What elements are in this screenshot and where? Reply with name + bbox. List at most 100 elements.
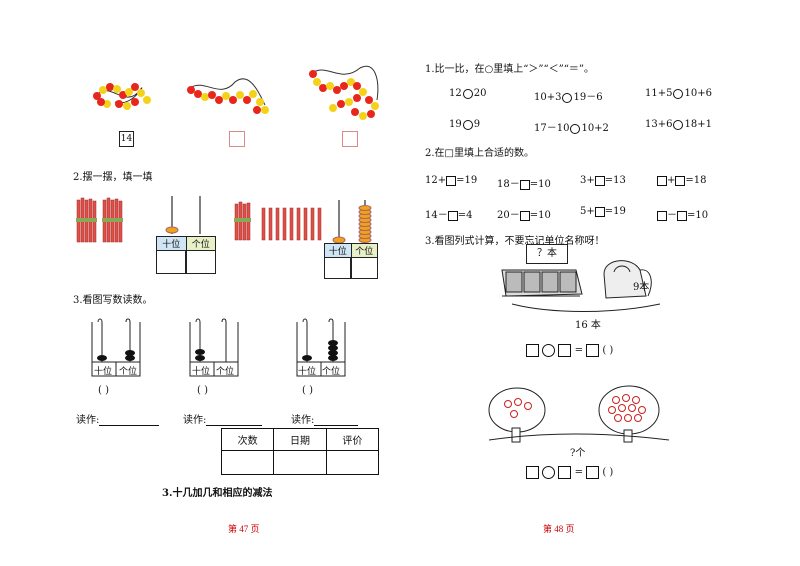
bead-answer-box-3[interactable]: [342, 131, 358, 147]
compare-circle[interactable]: [462, 119, 473, 130]
ones-answer-box-1[interactable]: [185, 250, 216, 274]
bead-chain-3: [309, 65, 379, 120]
fill-box[interactable]: [519, 210, 530, 221]
fill-box[interactable]: [446, 175, 457, 186]
fill-suffix: =4: [457, 210, 473, 221]
abacus-frame-2: [189, 318, 239, 377]
abacus-3-tens-label: 十位: [298, 367, 317, 377]
abacus-answer-2[interactable]: ( ): [197, 385, 208, 396]
fill-operator: +: [667, 175, 676, 186]
books-stack-icon: [501, 269, 583, 297]
eq-box[interactable]: [526, 344, 539, 357]
fill-prefix: 14－: [425, 210, 448, 221]
apples-label: ?个: [570, 448, 586, 459]
compare-right: 18+1: [684, 119, 712, 130]
stick-bundles-1: [76, 197, 123, 243]
table-cell[interactable]: [273, 450, 327, 475]
eq-operator-circle[interactable]: [542, 344, 556, 357]
fill-suffix: =10: [687, 210, 709, 221]
compare-circle[interactable]: [673, 119, 684, 130]
fill-suffix: =19: [456, 175, 478, 186]
fill-item: 12+=19: [425, 175, 477, 186]
compare-right: 20: [473, 88, 487, 99]
table-header-count: 次数: [220, 428, 275, 451]
table-header-rating: 评价: [325, 428, 380, 451]
ones-answer-box-2[interactable]: [350, 257, 378, 279]
compare-right: 10+2: [581, 123, 609, 134]
fill-suffix: =10: [529, 210, 551, 221]
abacus-answer-1[interactable]: ( ): [98, 385, 109, 396]
eq-box[interactable]: [586, 344, 600, 357]
fill-prefix: 18－: [497, 179, 520, 190]
abacus-answer-3[interactable]: ( ): [302, 385, 313, 396]
abacus-2-tens-label: 十位: [192, 367, 211, 377]
books-label-text: ？本: [537, 248, 557, 259]
bead-chains: [93, 65, 379, 120]
compare-row-1: 12 20: [449, 88, 486, 99]
read-as-2: 读作:: [183, 411, 263, 426]
eq-box[interactable]: [526, 466, 539, 479]
compare-circle[interactable]: [570, 123, 581, 134]
abacus-rods-1: [165, 196, 201, 234]
fill-operator: －: [667, 210, 677, 221]
r-q2-title: 2.在□里填上合适的数。: [425, 148, 534, 159]
fill-box[interactable]: [447, 210, 458, 221]
table-cell[interactable]: [325, 450, 380, 475]
compare-left: 12: [449, 88, 462, 99]
fill-box[interactable]: [675, 175, 686, 186]
tens-answer-box-2[interactable]: [324, 257, 352, 279]
eq-box[interactable]: [558, 344, 572, 357]
books-label: ？本: [526, 244, 568, 264]
fill-item: 3+=13: [580, 175, 626, 186]
page-number-left: 第 47 页: [228, 524, 260, 534]
fill-prefix: 3+: [580, 175, 595, 186]
compare-circle[interactable]: [673, 88, 684, 99]
table-cell[interactable]: [220, 450, 275, 475]
eq-equals: =: [574, 345, 583, 356]
read-answer-line-2[interactable]: [206, 415, 263, 426]
read-label: 读作:: [291, 415, 315, 426]
compare-left: 19: [449, 119, 462, 130]
fill-box[interactable]: [657, 175, 667, 186]
eq-operator-circle[interactable]: [542, 466, 556, 479]
stick-bundle-and-sticks: [234, 201, 322, 241]
read-answer-line-3[interactable]: [314, 415, 359, 426]
r-q3-title: 3.看图列式计算，不要忘记单位名称呀！: [425, 236, 605, 247]
read-answer-line-1[interactable]: [99, 415, 160, 426]
abacus-2-ones-label: 个位: [216, 367, 235, 377]
fill-item: +=18: [657, 175, 707, 186]
bead-answer-box-1[interactable]: 14: [119, 131, 134, 147]
eq-box[interactable]: [558, 466, 572, 479]
bead-answer-box-2[interactable]: [229, 131, 245, 147]
fill-box[interactable]: [594, 206, 605, 217]
compare-circle[interactable]: [462, 88, 473, 99]
abacus-1-ones-label: 个位: [119, 367, 138, 377]
fill-prefix: 20－: [497, 210, 520, 221]
books-bag-illustration: [501, 260, 661, 312]
fill-box[interactable]: [677, 210, 687, 221]
compare-right: 9: [473, 119, 481, 130]
tens-answer-box-1[interactable]: [156, 250, 187, 274]
unit-paren[interactable]: ( ): [602, 345, 614, 356]
compare-right: 10+6: [684, 88, 712, 99]
fill-box[interactable]: [519, 179, 530, 190]
abacus-rods-2: [332, 200, 372, 244]
table-header-date: 日期: [273, 428, 327, 451]
eq-box[interactable]: [586, 466, 600, 479]
compare-circle[interactable]: [562, 92, 573, 103]
q2-title: 2.摆一摆，填一填: [73, 172, 153, 183]
abacus-frame-1: [91, 318, 141, 377]
compare-left: 17－10: [534, 123, 570, 134]
compare-row-2: 19 9: [449, 119, 480, 130]
compare-right: 19－6: [573, 92, 603, 103]
fill-box[interactable]: [657, 210, 667, 221]
apple-trees-illustration: [488, 385, 670, 443]
fill-box[interactable]: [594, 175, 605, 186]
ones-label: 个位: [185, 237, 215, 250]
unit-paren[interactable]: ( ): [602, 467, 614, 478]
fill-item: 20－ =10: [497, 206, 551, 221]
fill-suffix: =10: [529, 179, 551, 190]
